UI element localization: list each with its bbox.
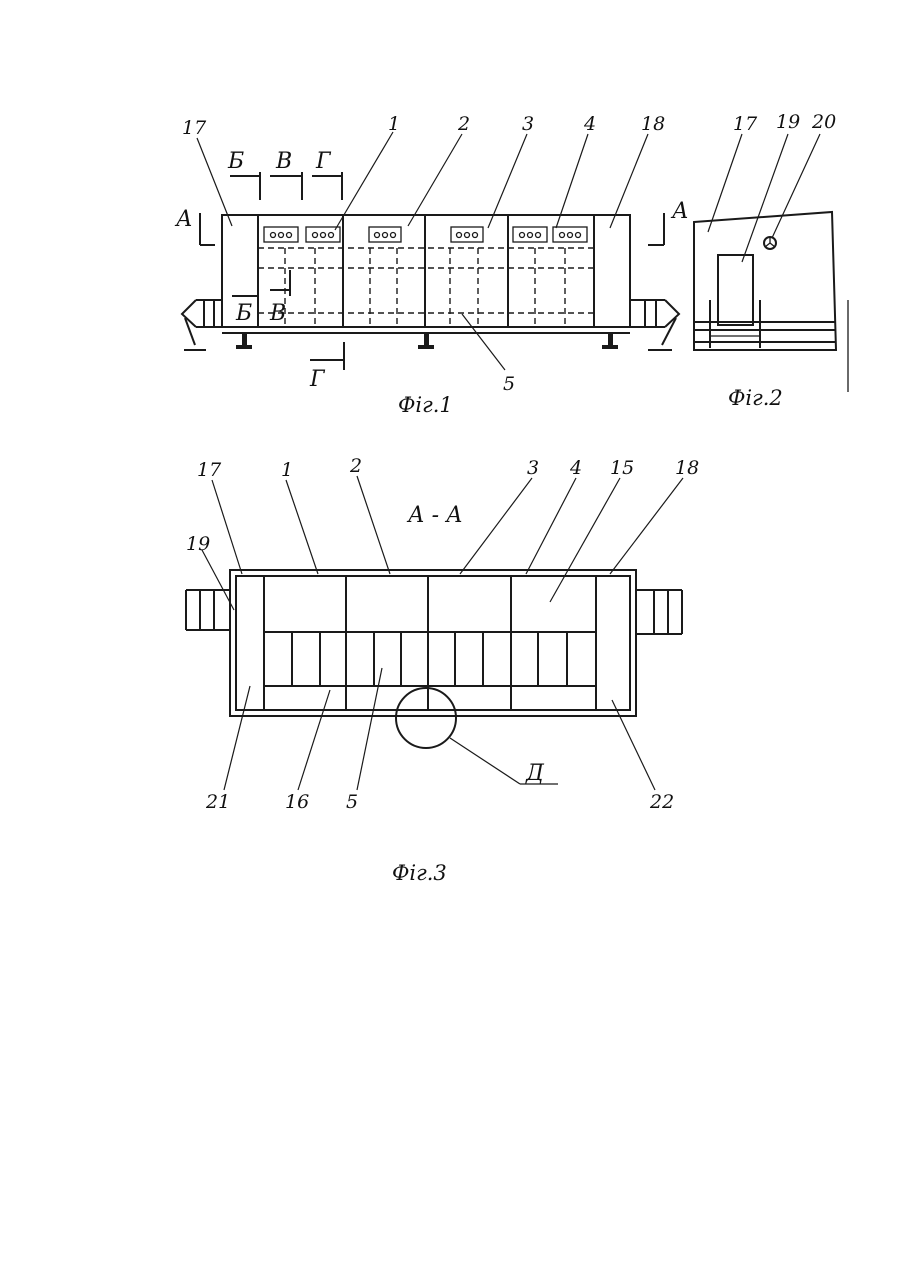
- fig1-mark-v-bottom: В: [269, 301, 286, 326]
- figure-3-section-a-a: 17 1 2 3 4 15 18 19 21 16 5 22 Д А - А Ф…: [186, 455, 699, 885]
- fig1-mark-g-top: Г: [315, 149, 332, 174]
- fig1-label-1: 1: [388, 113, 400, 135]
- fig1-mark-g-bottom: Г: [309, 367, 326, 392]
- fig1-mark-v-top: В: [275, 149, 292, 174]
- fig3-label-5: 5: [346, 791, 358, 813]
- fig1-label-17: 17: [182, 117, 207, 139]
- fig1-support-feet: [236, 333, 618, 349]
- fig3-conveyor-cells: [292, 632, 567, 686]
- fig2-label-19: 19: [776, 111, 800, 133]
- fig3-caption: Фіг.3: [392, 861, 447, 885]
- figure-2-end-view: 17 19 20 Фіг.2: [694, 111, 848, 410]
- fig2-valve-icon: [764, 237, 776, 249]
- fig3-detail-circle: [396, 688, 456, 748]
- fig1-mark-a-right: А: [670, 199, 689, 224]
- control-panel: [513, 227, 547, 242]
- fig3-label-18: 18: [675, 457, 699, 479]
- fig1-label-3: 3: [522, 113, 534, 135]
- fig3-label-21: 21: [205, 791, 230, 813]
- fig3-detail-label: Д: [525, 761, 545, 786]
- fig1-left-conveyor: [182, 300, 222, 350]
- figure-1-side-view: 17 1 2 3 4 18 5 Б В Г А А Б В Г Фіг.1: [174, 113, 689, 417]
- fig1-right-conveyor: [630, 300, 679, 350]
- fig1-label-18: 18: [641, 113, 665, 135]
- fig1-mark-a-left: А: [174, 207, 193, 232]
- fig3-label-19: 19: [186, 533, 210, 555]
- fig2-label-20: 20: [811, 111, 836, 133]
- fig3-right-tunnel: [636, 590, 682, 634]
- fig3-outer-wall: [230, 570, 636, 716]
- fig3-section-title: А - А: [406, 503, 463, 528]
- fig3-left-tunnel: [186, 590, 230, 630]
- fig3-label-22: 22: [649, 791, 674, 813]
- fig3-label-15: 15: [610, 457, 634, 479]
- fig3-label-2: 2: [349, 455, 362, 477]
- fig1-mark-b-top: Б: [227, 149, 244, 174]
- fig1-label-5: 5: [503, 373, 515, 395]
- fig1-label-4: 4: [583, 113, 596, 135]
- fig3-inner-wall: [236, 576, 630, 710]
- fig3-label-4: 4: [569, 457, 582, 479]
- control-panel: [264, 227, 298, 242]
- fig3-label-1: 1: [281, 459, 293, 481]
- control-panel: [451, 227, 483, 242]
- fig3-label-16: 16: [285, 791, 309, 813]
- control-panel: [369, 227, 401, 242]
- fig3-label-17: 17: [197, 459, 222, 481]
- fig1-mark-b-bottom: Б: [235, 301, 252, 326]
- fig1-caption: Фіг.1: [398, 393, 453, 417]
- fig2-door: [718, 255, 753, 325]
- fig2-label-17: 17: [733, 113, 758, 135]
- fig3-label-3: 3: [527, 457, 539, 479]
- fig1-label-2: 2: [457, 113, 470, 135]
- fig2-caption: Фіг.2: [728, 386, 783, 410]
- fig1-leader-lines: [197, 132, 648, 370]
- control-panel: [553, 227, 587, 242]
